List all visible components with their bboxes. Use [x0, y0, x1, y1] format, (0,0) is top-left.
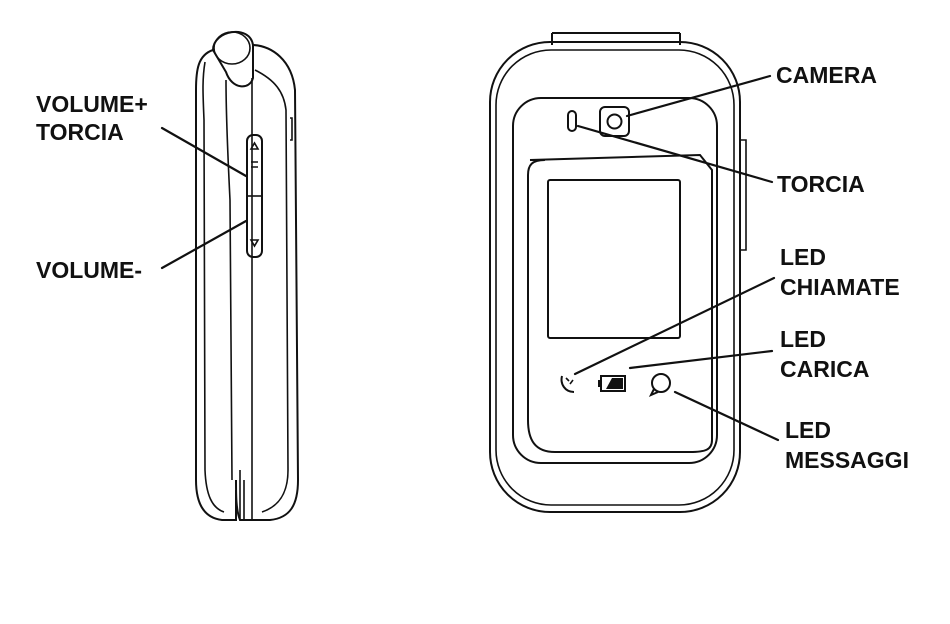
leader-torcia-front [578, 126, 772, 182]
label-volume-minus: VOLUME- [36, 257, 142, 283]
side-view-phone [196, 32, 298, 520]
label-volume-plus: VOLUME+ [36, 91, 148, 117]
label-camera: CAMERA [776, 62, 877, 88]
message-bubble-icon [651, 374, 670, 395]
label-led-messaggi-1: LED [785, 417, 831, 443]
screen-bezel [528, 155, 712, 452]
label-led-carica-2: CARICA [780, 356, 869, 382]
label-torcia-front: TORCIA [777, 171, 865, 197]
label-led-chiamate-1: LED [780, 244, 826, 270]
label-led-carica-1: LED [780, 326, 826, 352]
leader-led-messaggi [675, 392, 778, 440]
label-led-chiamate-2: CHIAMATE [780, 274, 900, 300]
label-torcia-side: TORCIA [36, 119, 124, 145]
phone-call-icon [562, 376, 574, 392]
leader-led-chiamate [575, 278, 774, 374]
leader-led-carica [630, 351, 772, 368]
battery-charging-icon [598, 376, 625, 391]
flash-led-icon [568, 111, 576, 131]
label-led-messaggi-2: MESSAGGI [785, 447, 909, 473]
camera-lens-icon [600, 107, 629, 136]
display-frame [513, 98, 717, 463]
outer-screen [548, 180, 680, 338]
leader-camera [627, 76, 770, 116]
front-view-phone [490, 33, 746, 512]
